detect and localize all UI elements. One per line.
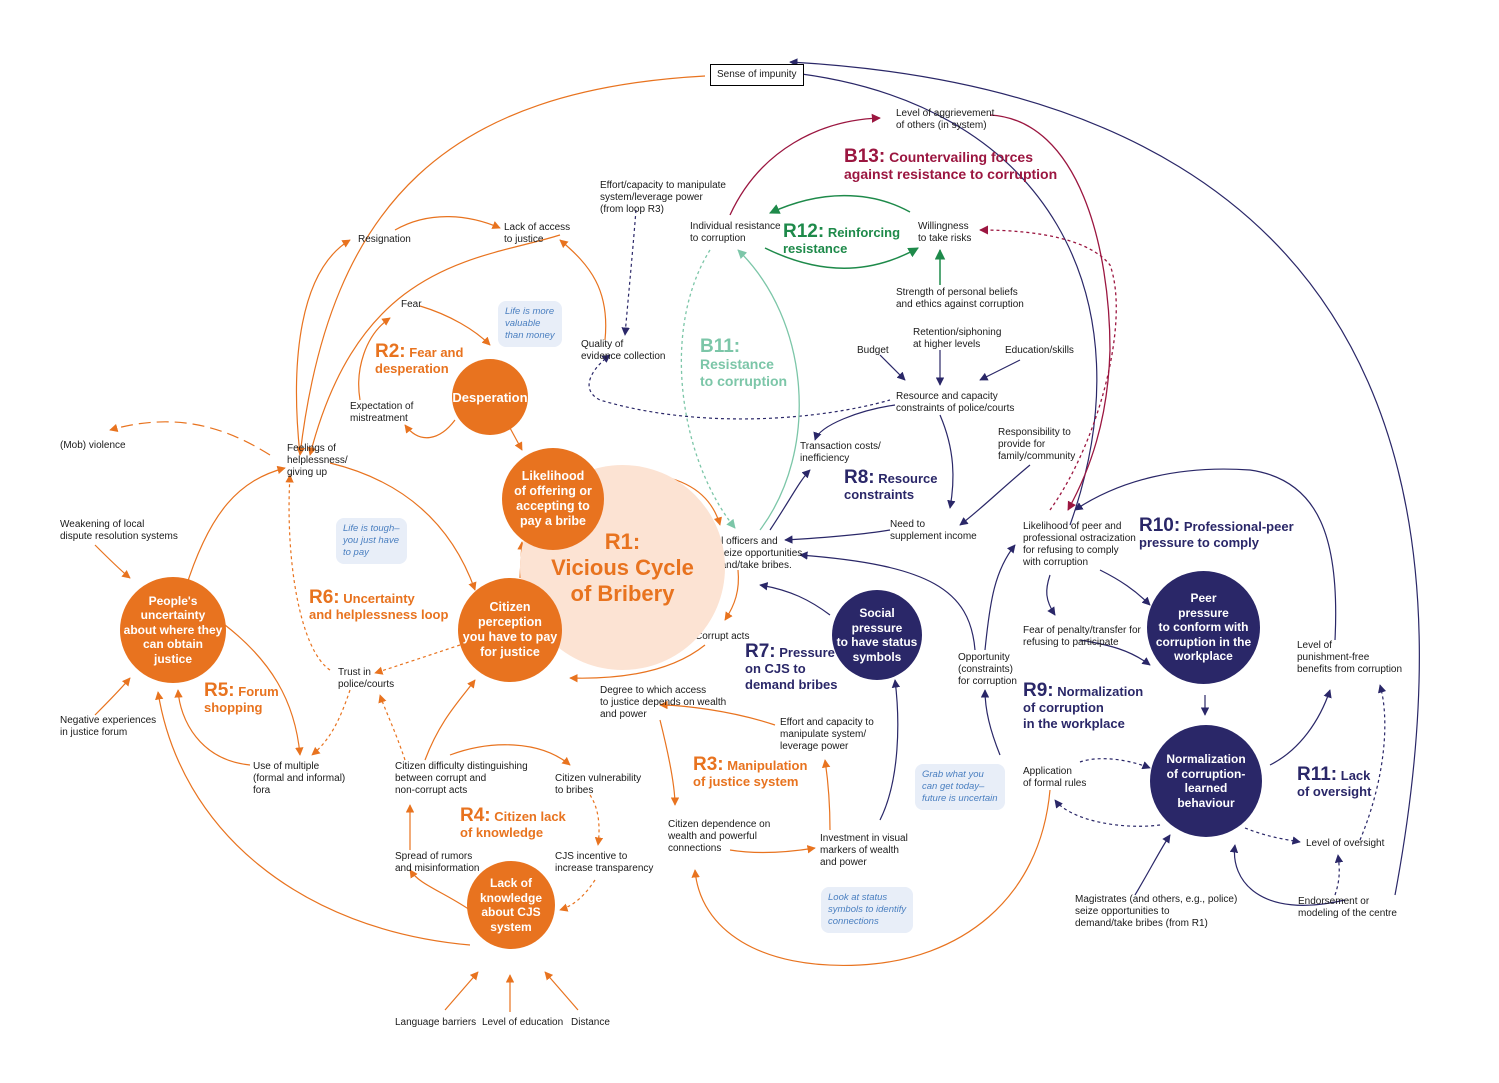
cjs-incentive-label: CJS incentive to increase transparency <box>555 851 654 874</box>
opportunity-constraints-label: Opportunity (constraints) for corruption <box>958 652 1017 687</box>
loop-r11-text: Lack of oversight <box>1297 768 1372 799</box>
loop-r2-id: R2: <box>375 341 406 362</box>
mob-violence-label: (Mob) violence <box>60 440 126 451</box>
retention-label: Retention/siphoning at higher levels <box>913 327 1002 350</box>
desperation-node: Desperation <box>452 359 528 435</box>
loop-b11-id: B11: <box>700 336 741 357</box>
green-links <box>764 194 946 285</box>
teal-links <box>680 249 800 531</box>
lack-access-label: Lack of access to justice <box>504 222 571 245</box>
loop-b11: B11:Resistance to corruption <box>700 336 788 390</box>
corrupt-acts-label: Corrupt acts <box>695 631 750 642</box>
bubble-grab-what: Grab what you can get today– future is u… <box>915 764 1005 810</box>
loop-r5-id: R5: <box>204 680 235 701</box>
loop-r7-id: R7: <box>745 641 776 662</box>
loop-r9-text: Normalization of corruption in the workp… <box>1023 684 1144 731</box>
loop-r10-id: R10: <box>1139 515 1181 536</box>
effort-capacity-label: Effort and capacity to manipulate system… <box>780 717 874 752</box>
loop-r3-id: R3: <box>693 754 724 775</box>
loop-r2-text: Fear and desperation <box>375 345 464 376</box>
level-aggrievement-label: Level of aggrievement of others (in syst… <box>896 108 995 131</box>
loop-r3: R3: Manipulation of justice system <box>693 754 808 790</box>
negative-experiences-label: Negative experiences in justice forum <box>60 715 157 738</box>
transaction-costs-label: Transaction costs/ inefficiency <box>800 441 881 464</box>
bubble-life-tough: Life is tough– you just have to pay <box>336 518 407 564</box>
maroon-links <box>729 113 1117 511</box>
application-rules-label: Application of formal rules <box>1023 766 1087 789</box>
responsibility-family-label: Responsibility to provide for family/com… <box>998 427 1076 462</box>
loop-b13-id: B13: <box>844 146 886 167</box>
bubble-look-status: Look at status symbols to identify conne… <box>821 887 914 933</box>
loop-r4: R4: Citizen lack of knowledge <box>460 805 566 841</box>
loop-r9-id: R9: <box>1023 680 1054 701</box>
trust-police-label: Trust in police/courts <box>338 667 395 690</box>
education-skills-label: Education/skills <box>1005 345 1074 356</box>
citizen-vulnerability-label: Citizen vulnerability to bribes <box>555 773 642 796</box>
loop-r11: R11: Lack of oversight <box>1297 764 1372 800</box>
quality-evidence-label: Quality of evidence collection <box>581 339 666 362</box>
strength-beliefs-label: Strength of personal beliefs and ethics … <box>896 287 1024 310</box>
likelihood-bribe-node: Likelihood of offering or accepting to p… <box>502 448 604 550</box>
distance-label: Distance <box>571 1017 610 1028</box>
level-punishment-label: Level of punishment-free benefits from c… <box>1297 640 1403 675</box>
loop-r3-text: Manipulation of justice system <box>693 758 808 789</box>
resource-constraints-label: Resource and capacity constraints of pol… <box>896 391 1015 414</box>
loop-r8-id: R8: <box>844 467 875 488</box>
bubble-life-valuable: Life is more valuable than money <box>498 301 562 347</box>
loop-r7: R7: Pressure on CJS to demand bribes <box>745 641 838 693</box>
social-pressure-node: Social pressure to have status symbols <box>832 590 922 680</box>
loop-r12: R12: Reinforcing resistance <box>783 221 901 257</box>
weakening-local-label: Weakening of local dispute resolution sy… <box>60 519 178 542</box>
use-multiple-fora-label: Use of multiple (formal and informal) fo… <box>253 761 346 796</box>
loop-r6-text: Uncertainty and helplessness loop <box>309 591 449 622</box>
loop-r6-id: R6: <box>309 587 340 608</box>
loop-r5: R5: Forum shopping <box>204 680 279 716</box>
loop-r2: R2: Fear and desperation <box>375 341 464 377</box>
language-barriers-label: Language barriers <box>395 1017 477 1028</box>
loop-r11-id: R11: <box>1297 764 1338 785</box>
loop-r10-text: Professional-peer pressure to comply <box>1139 519 1294 550</box>
loop-r8-text: Resource constraints <box>844 471 938 502</box>
fear-label: Fear <box>401 299 422 310</box>
citizen-difficulty-label: Citizen difficulty distinguishing betwee… <box>395 761 528 796</box>
individual-resistance-label: Individual resistance to corruption <box>690 221 781 244</box>
loop-r4-id: R4: <box>460 805 491 826</box>
loop-b11-text: Resistance to corruption <box>700 356 788 389</box>
willingness-risks-label: Willingness to take risks <box>918 221 972 244</box>
need-supplement-label: Need to supplement income <box>890 519 977 542</box>
loop-r8: R8: Resource constraints <box>844 467 938 503</box>
magistrates-label: Magistrates (and others, e.g., police) s… <box>1075 894 1238 929</box>
feelings-helplessness-label: Feelings of helplessness/ giving up <box>287 443 348 478</box>
loop-r10: R10: Professional-peer pressure to compl… <box>1139 515 1294 551</box>
loop-r6: R6: Uncertainty and helplessness loop <box>309 587 449 623</box>
loop-r12-text: Reinforcing resistance <box>783 225 901 256</box>
loop-b13: B13: Countervailing forces against resis… <box>844 146 1058 183</box>
navy-links <box>588 58 1420 906</box>
expectation-mistreatment-label: Expectation of mistreatment <box>350 401 414 424</box>
citizen-dependence-label: Citizen dependence on wealth and powerfu… <box>668 819 771 854</box>
loop-r9: R9: Normalization of corruption in the w… <box>1023 680 1144 732</box>
peoples-uncertainty-node: People's uncertainty about where they ca… <box>120 577 226 683</box>
effort-capacity-r3-label: Effort/capacity to manipulate system/lev… <box>600 180 726 215</box>
normalization-node: Normalization of corruption- learned beh… <box>1150 725 1262 837</box>
budget-label: Budget <box>857 345 889 356</box>
fear-penalty-label: Fear of penalty/transfer for refusing to… <box>1023 625 1141 648</box>
loop-r7-text: Pressure on CJS to demand bribes <box>745 645 838 692</box>
resignation-label: Resignation <box>358 234 411 245</box>
loop-r5-text: Forum shopping <box>204 684 279 715</box>
sense-of-impunity-label: Sense of impunity <box>710 64 804 86</box>
loop-b13-text: Countervailing forces against resistance… <box>844 149 1058 182</box>
endorsement-label: Endorsement or modeling of the centre <box>1298 896 1397 919</box>
spread-rumors-label: Spread of rumors and misinformation <box>395 851 480 874</box>
lack-knowledge-node: Lack of knowledge about CJS system <box>467 861 555 949</box>
investment-visual-label: Investment in visual markers of wealth a… <box>820 833 908 868</box>
loop-r4-text: Citizen lack of knowledge <box>460 809 566 840</box>
loop-r12-id: R12: <box>783 221 825 242</box>
level-oversight-label: Level of oversight <box>1306 838 1385 849</box>
citizen-perception-node: Citizen perception you have to pay for j… <box>458 578 562 682</box>
peer-pressure-node: Peer pressure to conform with corruption… <box>1147 571 1260 684</box>
likelihood-ostracization-label: Likelihood of peer and professional ostr… <box>1023 521 1136 568</box>
level-education-label: Level of education <box>482 1017 564 1028</box>
degree-access-label: Degree to which access to justice depend… <box>600 685 727 720</box>
